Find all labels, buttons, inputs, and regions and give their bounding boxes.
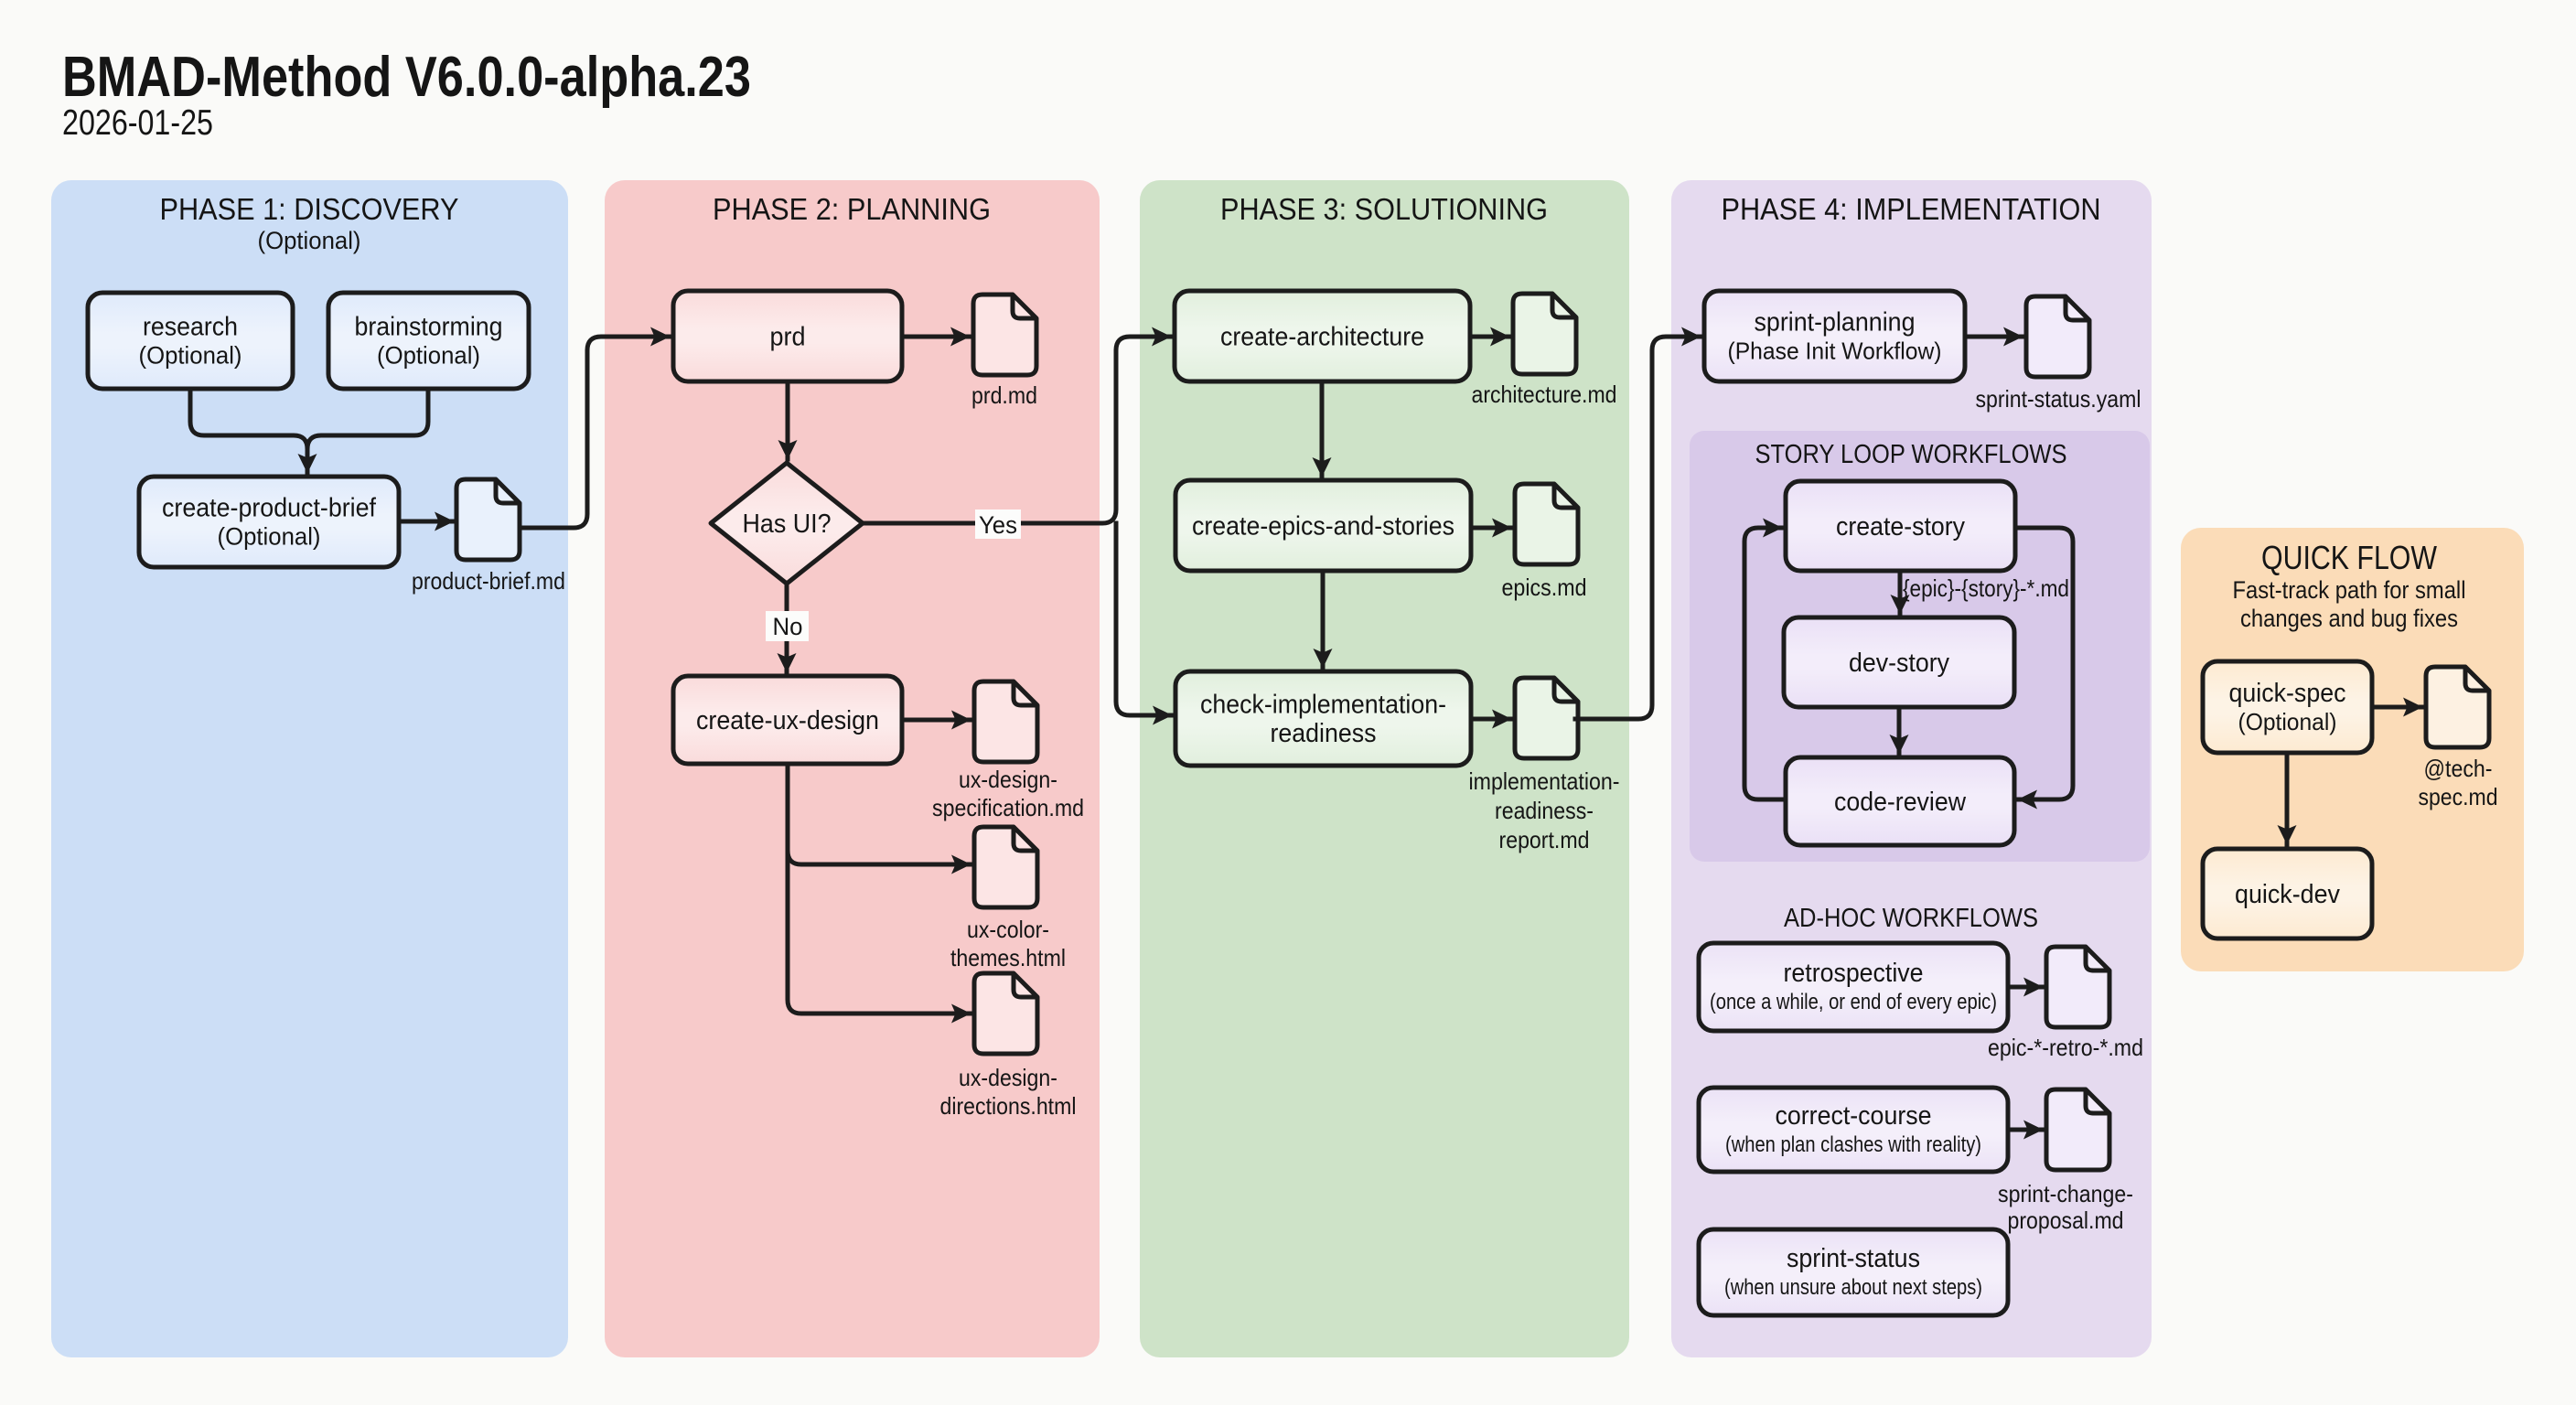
svg-text:proposal.md: proposal.md [2008,1207,2124,1234]
svg-text:correct-course: correct-course [1776,1101,1932,1131]
svg-text:(Optional): (Optional) [377,342,480,370]
svg-text:check-implementation-: check-implementation- [1200,691,1446,720]
svg-text:readiness-: readiness- [1495,797,1594,824]
svg-text:ux-design-: ux-design- [959,766,1057,793]
svg-text:implementation-: implementation- [1469,767,1620,795]
svg-text:PHASE 2: PLANNING: PHASE 2: PLANNING [713,192,991,226]
svg-text:sprint-planning: sprint-planning [1755,308,1916,338]
svg-text:ux-design-: ux-design- [959,1064,1057,1091]
svg-text:report.md: report.md [1499,826,1590,853]
svg-text:Has UI?: Has UI? [743,509,832,539]
svg-text:epics.md: epics.md [1502,574,1587,601]
svg-text:sprint-status.yaml: sprint-status.yaml [1976,385,2141,413]
svg-text:PHASE 1: DISCOVERY: PHASE 1: DISCOVERY [160,192,459,226]
svg-text:(when unsure about next steps): (when unsure about next steps) [1724,1275,1982,1300]
svg-text:(Optional): (Optional) [139,342,242,370]
svg-text:code-review: code-review [1834,788,1966,817]
svg-text:quick-spec: quick-spec [2229,679,2346,708]
svg-text:research: research [143,313,238,342]
svg-text:product-brief.md: product-brief.md [412,567,565,595]
svg-text:directions.html: directions.html [940,1092,1077,1120]
svg-text:{epic}-{story}-*.md: {epic}-{story}-*.md [1903,574,2069,602]
svg-text:No: No [773,613,803,640]
svg-text:create-story: create-story [1836,512,1966,542]
svg-text:sprint-status: sprint-status [1787,1244,1920,1273]
svg-text:readiness: readiness [1271,719,1377,748]
svg-text:quick-dev: quick-dev [2235,880,2341,909]
svg-text:(Phase Init Workflow): (Phase Init Workflow) [1728,337,1942,364]
svg-text:prd.md: prd.md [971,381,1037,409]
svg-text:(Optional): (Optional) [258,227,361,254]
svg-text:(Optional): (Optional) [2238,708,2337,735]
svg-text:ux-color-: ux-color- [967,916,1049,943]
svg-text:create-product-brief: create-product-brief [162,494,376,523]
svg-text:(Optional): (Optional) [218,523,321,551]
svg-text:changes and bug fixes: changes and bug fixes [2240,605,2458,632]
svg-text:2026-01-25: 2026-01-25 [62,103,213,143]
svg-text:QUICK FLOW: QUICK FLOW [2261,539,2437,576]
svg-text:PHASE 3: SOLUTIONING: PHASE 3: SOLUTIONING [1220,192,1548,226]
svg-text:prd: prd [770,322,806,351]
svg-text:brainstorming: brainstorming [355,313,503,342]
svg-text:sprint-change-: sprint-change- [1998,1180,2133,1207]
svg-text:BMAD-Method V6.0.0-alpha.23: BMAD-Method V6.0.0-alpha.23 [62,46,751,109]
svg-text:Yes: Yes [979,511,1017,539]
svg-text:architecture.md: architecture.md [1472,381,1617,408]
svg-text:create-ux-design: create-ux-design [696,706,879,735]
svg-text:themes.html: themes.html [950,944,1066,971]
svg-text:retrospective: retrospective [1784,959,1924,988]
svg-text:@tech-: @tech- [2424,755,2493,782]
svg-text:specification.md: specification.md [932,794,1084,821]
svg-text:spec.md: spec.md [2419,783,2498,810]
svg-text:create-architecture: create-architecture [1220,322,1424,351]
svg-text:(when plan clashes with realit: (when plan clashes with reality) [1725,1132,1981,1157]
svg-text:Fast-track path for small: Fast-track path for small [2233,576,2466,604]
svg-text:STORY LOOP WORKFLOWS: STORY LOOP WORKFLOWS [1755,440,2067,469]
svg-text:AD-HOC WORKFLOWS: AD-HOC WORKFLOWS [1784,904,2038,933]
svg-text:dev-story: dev-story [1849,649,1950,678]
svg-text:create-epics-and-stories: create-epics-and-stories [1192,511,1454,541]
svg-text:(once a while, or end of every: (once a while, or end of every epic) [1710,990,1997,1014]
svg-text:epic-*-retro-*.md: epic-*-retro-*.md [1988,1034,2143,1061]
svg-text:PHASE 4: IMPLEMENTATION: PHASE 4: IMPLEMENTATION [1722,192,2101,226]
